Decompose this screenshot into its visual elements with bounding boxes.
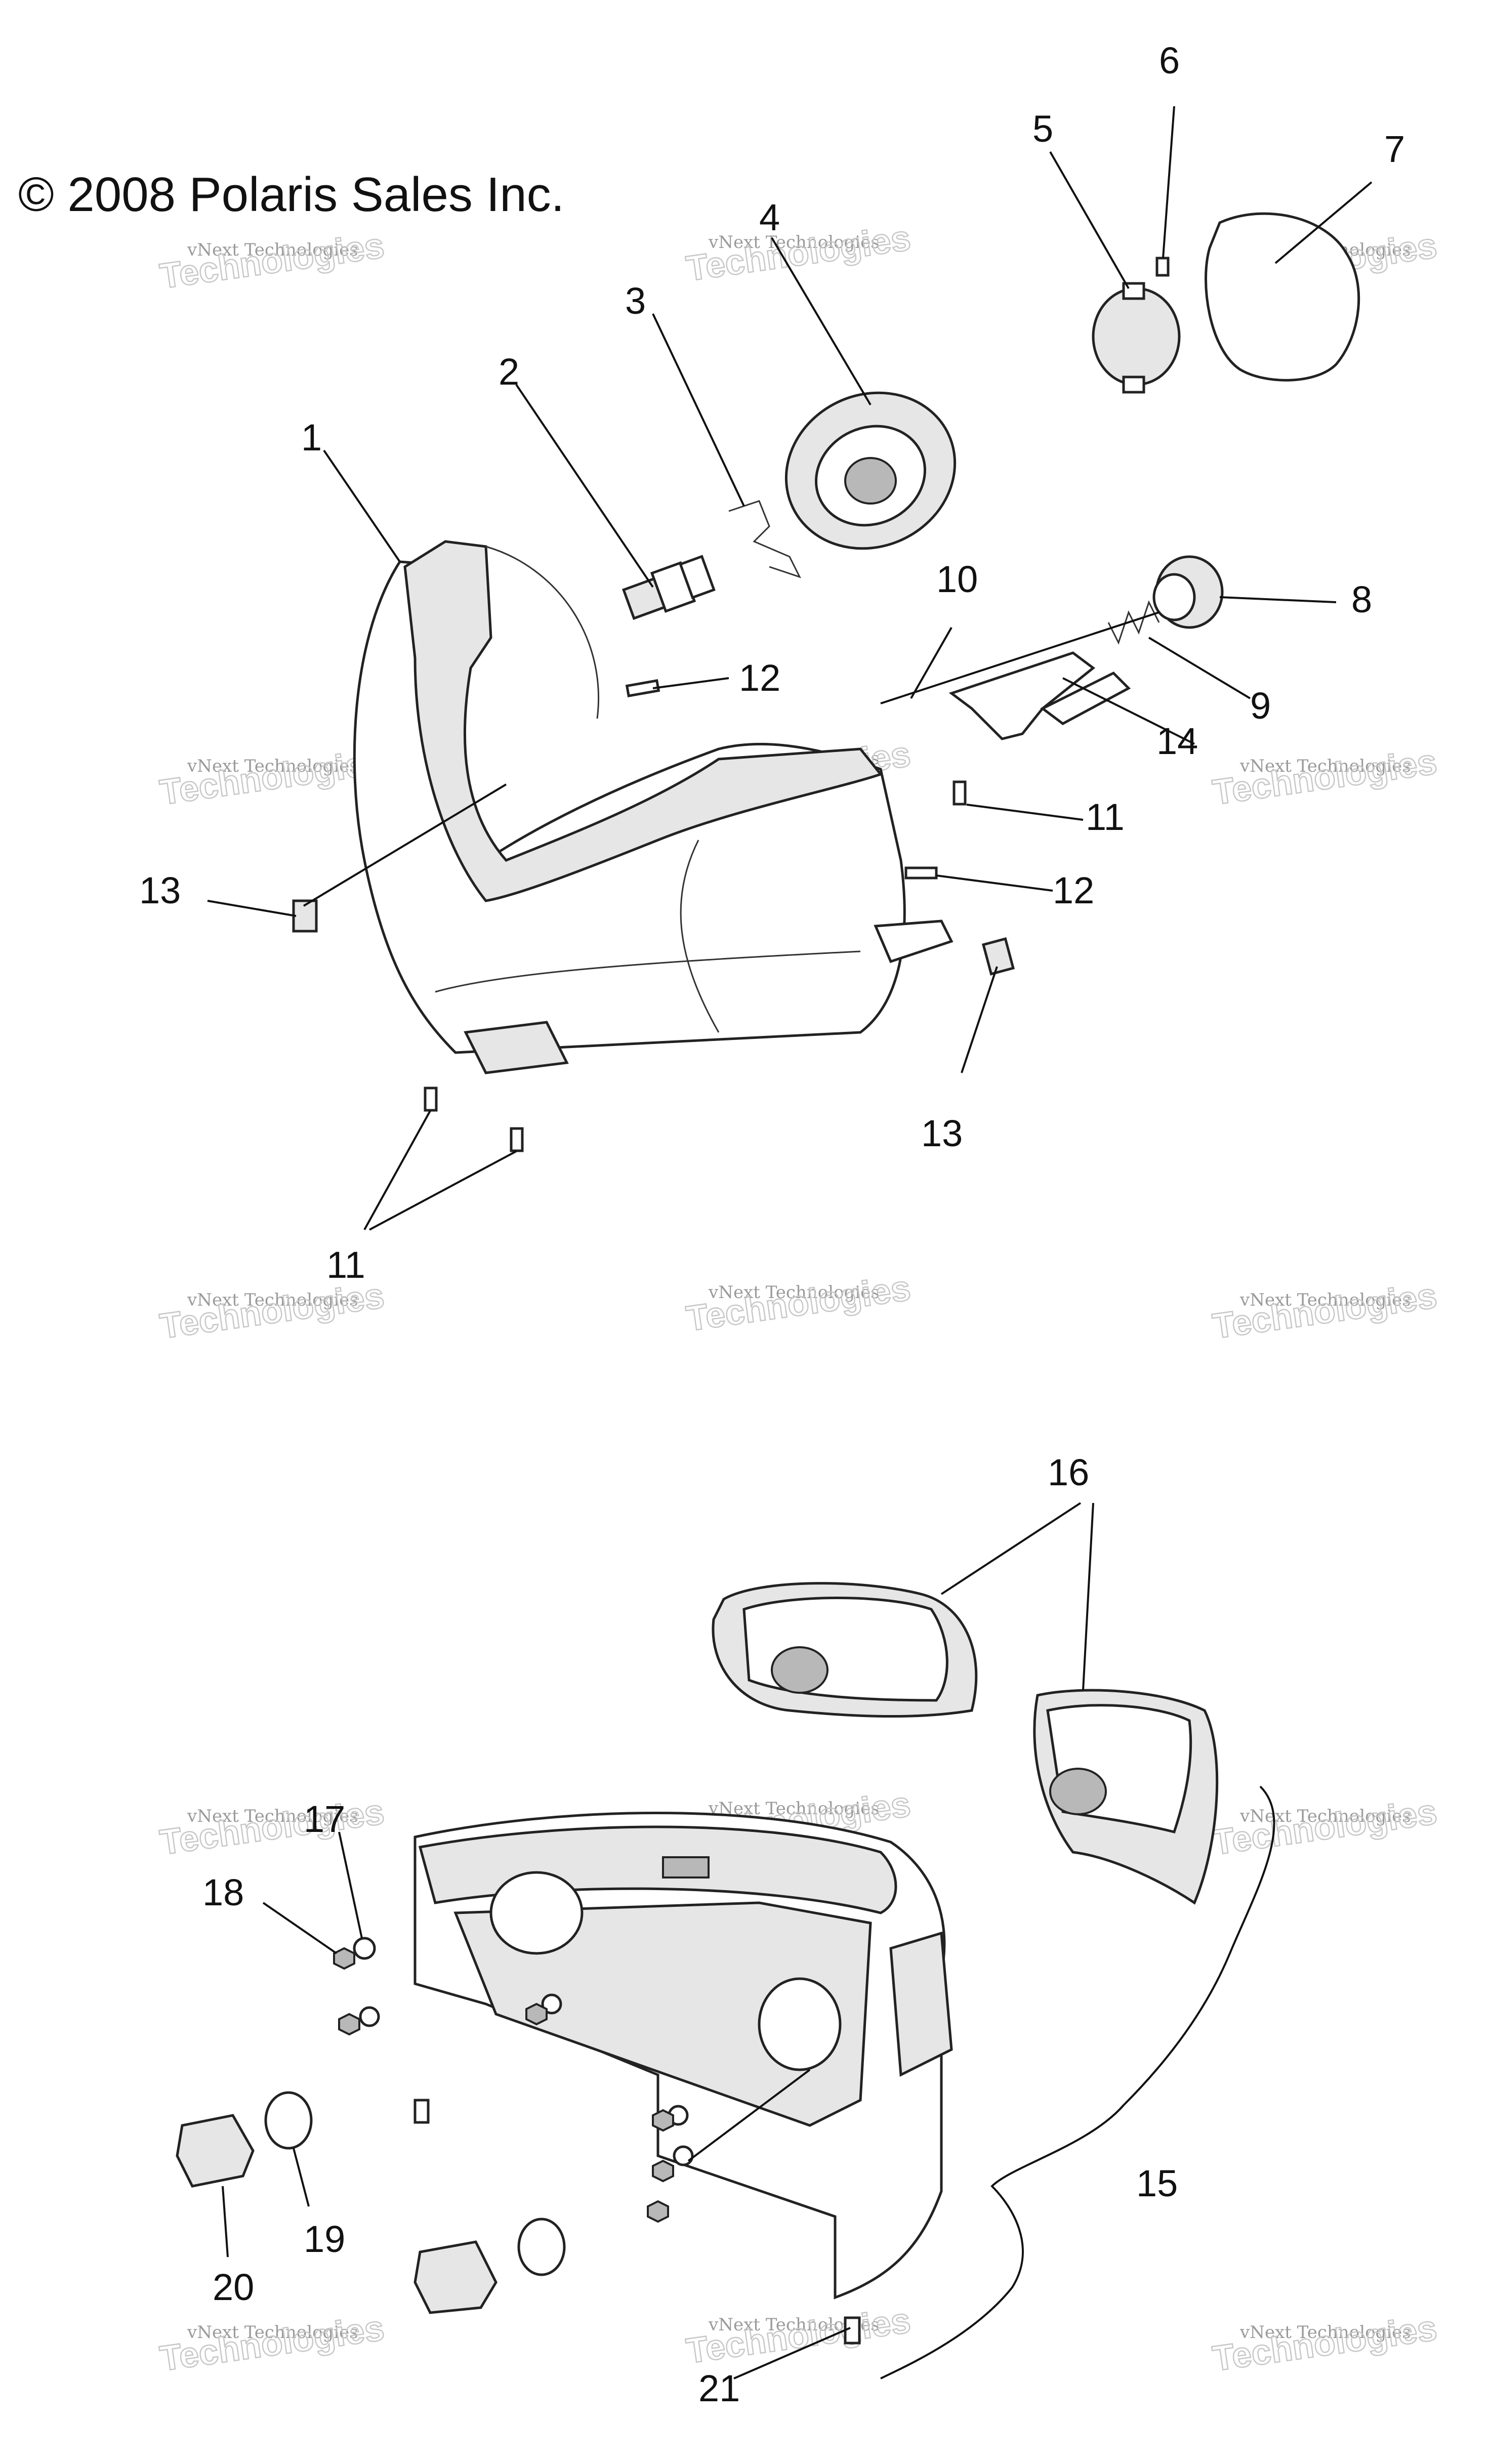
watermark-logo: Technologies — [157, 742, 386, 812]
lens-assembly — [712, 1582, 1219, 1905]
watermark: vNext Technologies Technologies — [157, 1275, 387, 1347]
watermark-logo: Technologies — [157, 1792, 386, 1862]
watermark: vNext Technologies Technologies — [683, 1267, 914, 1339]
adjuster-knob — [1152, 555, 1224, 629]
callout-label: 11 — [326, 1244, 365, 1286]
bulb — [622, 555, 716, 620]
retaining-clip — [728, 500, 801, 578]
watermark-text: vNext Technologies — [1239, 1806, 1411, 1826]
callout-label: 15 — [1136, 2162, 1178, 2204]
bracket — [948, 651, 1131, 740]
watermark: vNext Technologies Technologies — [157, 741, 387, 813]
callout-label: 19 — [304, 2218, 345, 2260]
watermark-text: vNext Technologies — [187, 1806, 358, 1826]
callout-label: 16 — [1048, 1451, 1089, 1493]
watermark: vNext Technologies Technologies — [157, 1791, 387, 1863]
callout-label: 14 — [1156, 720, 1198, 762]
callout-label: 21 — [698, 2367, 740, 2409]
watermark: vNext Technologies Technologies — [1210, 741, 1440, 813]
callout-label: 13 — [139, 869, 181, 911]
watermark: vNext Technologies Technologies — [683, 217, 914, 289]
watermark-text: vNext Technologies — [1239, 756, 1411, 776]
watermark-logo: Technologies — [157, 2308, 386, 2378]
callout-label: 4 — [759, 196, 780, 238]
washer — [353, 1937, 694, 2166]
callout-label: 11 — [1086, 796, 1125, 838]
reflector-cap — [784, 391, 957, 550]
rivet — [844, 2316, 861, 2345]
watermark-text: vNext Technologies — [187, 240, 358, 260]
watermark: vNext Technologies Technologies — [157, 225, 387, 297]
callout-label: 13 — [921, 1112, 963, 1154]
watermark: vNext Technologies Technologies — [157, 2307, 387, 2379]
callout-label: 20 — [213, 2266, 254, 2308]
small-bulb — [264, 2091, 566, 2276]
screw — [424, 780, 967, 1152]
watermark: vNext Technologies Technologies — [1210, 1791, 1440, 1863]
watermark: vNext Technologies Technologies — [1210, 1275, 1440, 1347]
callout-label: 6 — [1159, 39, 1180, 81]
callout-brace — [880, 1785, 1275, 2379]
watermark-logo: Technologies — [157, 1276, 386, 1346]
callouts: 1 2 3 4 5 6 7 8 9 10 11 12 13 14 11 12 1… — [139, 39, 1405, 2409]
pin — [1155, 257, 1170, 277]
spring — [1107, 600, 1160, 645]
callout-label: 5 — [1032, 108, 1053, 150]
headlight-housing — [353, 540, 954, 1074]
watermark: vNext Technologies Technologies — [683, 2300, 914, 2371]
callout-label: 8 — [1351, 578, 1372, 620]
callout-label: 12 — [739, 657, 780, 699]
callout-label: 7 — [1384, 128, 1405, 170]
watermark-text: vNext Technologies — [1239, 1290, 1411, 1310]
bulb-cover — [1092, 282, 1181, 394]
watermark-text: vNext Technologies — [187, 2322, 358, 2343]
gasket — [1205, 212, 1360, 382]
callout-label: 17 — [304, 1798, 345, 1840]
watermark-logo: Technologies — [684, 2301, 913, 2371]
watermark-logo: Technologies — [1210, 1792, 1439, 1862]
callout-label: 1 — [301, 416, 322, 458]
watermark-text: vNext Technologies — [187, 756, 358, 776]
watermark-logo: Technologies — [684, 218, 913, 288]
tail-housing — [413, 1812, 953, 2300]
watermark: vNext Technologies Technologies — [1210, 2307, 1440, 2379]
watermark-logo: Technologies — [684, 1268, 913, 1339]
watermark-logo: Technologies — [1210, 742, 1439, 812]
callout-label: 12 — [1053, 869, 1094, 911]
watermark-logo: Technologies — [157, 226, 386, 296]
watermark-logo: Technologies — [1210, 1276, 1439, 1346]
copyright-notice: © 2008 Polaris Sales Inc. — [18, 168, 565, 222]
watermark-text: vNext Technologies — [708, 232, 880, 253]
callout-label: 3 — [625, 280, 646, 322]
leader-lines — [207, 106, 1373, 2379]
socket — [176, 2114, 498, 2314]
watermark-text: vNext Technologies — [187, 1290, 358, 1310]
callout-label: 18 — [202, 1871, 244, 1913]
nut — [333, 1947, 674, 2223]
callout-label: 2 — [499, 351, 519, 393]
callout-label: 10 — [936, 558, 978, 600]
watermark-text: vNext Technologies — [708, 1282, 880, 1303]
callout-label: 9 — [1250, 685, 1271, 727]
adjuster-shaft — [880, 611, 1159, 704]
rivet — [413, 2099, 430, 2124]
bolt — [625, 679, 938, 880]
watermark-logo: Technologies — [1210, 2308, 1439, 2378]
watermark-text: vNext Technologies — [1239, 2322, 1411, 2343]
